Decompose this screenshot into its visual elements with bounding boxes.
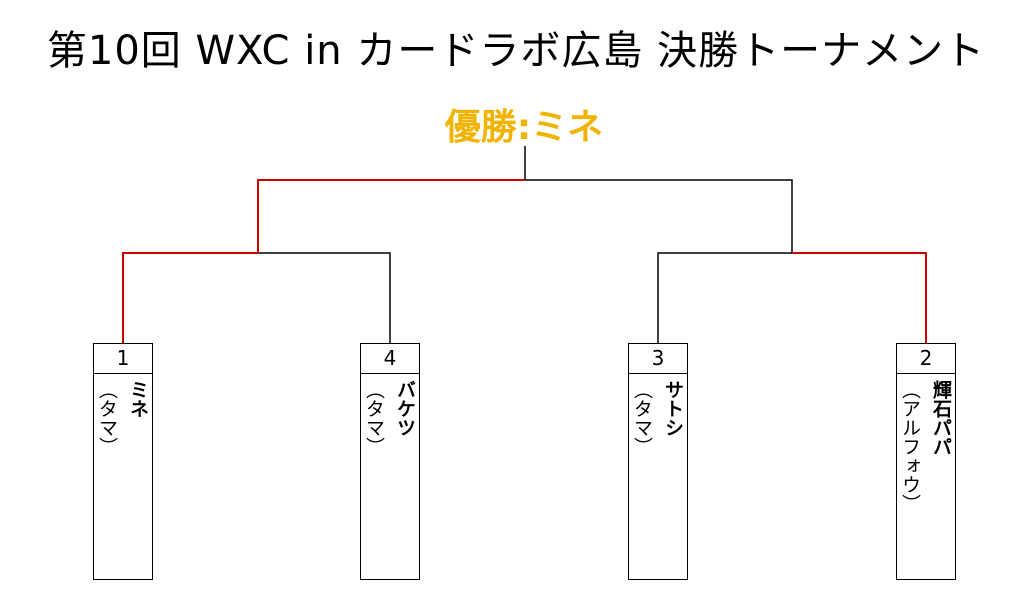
player-box-seed1: 1 ミネ （タマ） [93,343,153,580]
player-team: （タマ） [363,380,385,456]
tournament-title: 第10回 WXC in カードラボ広島 決勝トーナメント [46,28,986,74]
bracket-line-seed3 [657,252,792,343]
bracket-line-final-right [525,179,793,253]
player-name-area: バケツ （タマ） [361,374,419,579]
player-name: サトシ [662,380,684,437]
seed-number: 4 [361,344,419,374]
player-name: ミネ [127,380,149,418]
player-name-area: サトシ （タマ） [629,374,687,579]
player-box-seed4: 4 バケツ （タマ） [360,343,420,580]
player-name-area: ミネ （タマ） [94,374,152,579]
seed-number: 2 [897,344,955,374]
player-name: バケツ [394,380,416,437]
player-team: （タマ） [631,380,653,456]
winner-label: 優勝:ミネ [444,107,604,148]
player-box-seed3: 3 サトシ （タマ） [628,343,688,580]
player-name-area: 輝石パパ （アルフォウ） [897,374,955,579]
seed-number: 3 [629,344,687,374]
player-team: （アルフォウ） [899,380,921,513]
player-team: （タマ） [96,380,118,456]
player-name: 輝石パパ [930,380,952,456]
seed-number: 1 [94,344,152,374]
bracket-line-seed2-win [792,252,927,343]
bracket-line-seed4 [258,252,391,343]
player-box-seed2: 2 輝石パパ （アルフォウ） [896,343,956,580]
bracket-line-seed1-win [122,179,525,343]
